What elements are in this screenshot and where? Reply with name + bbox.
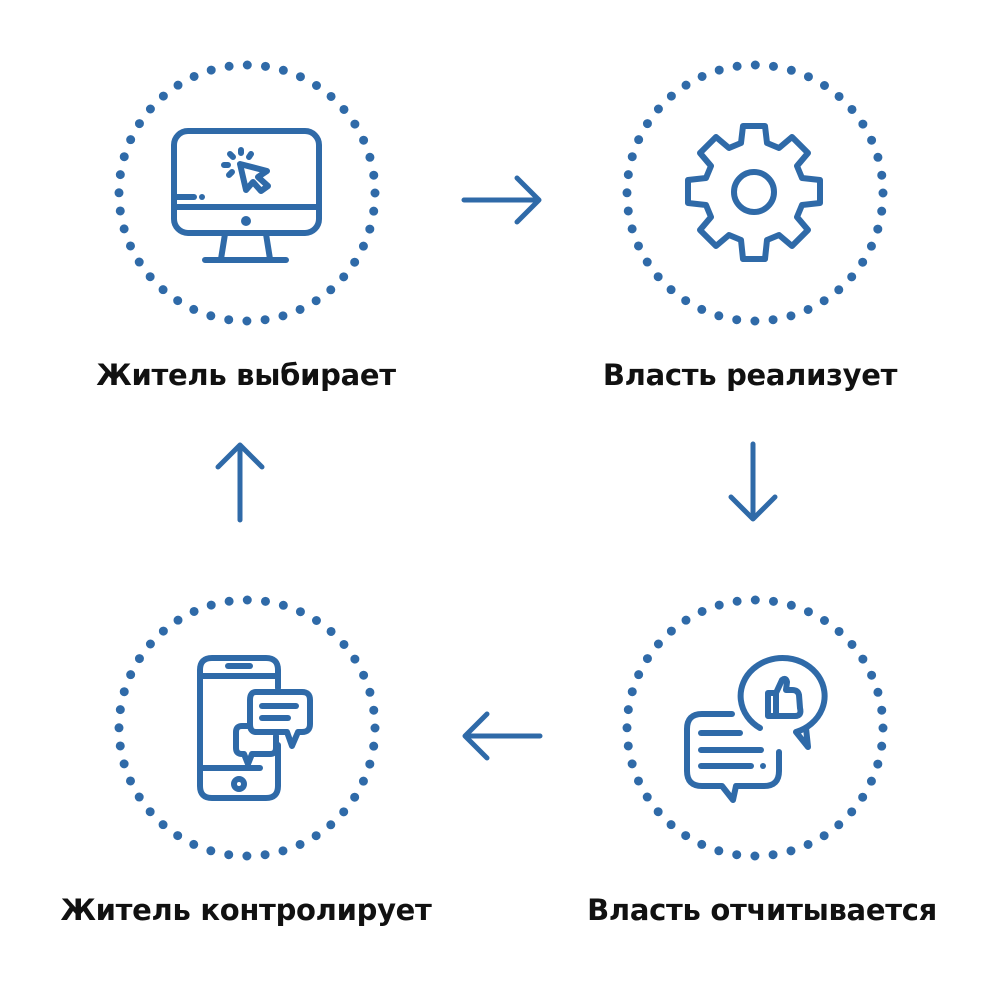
step-label-authority-implements: Власть реализует [602, 358, 898, 392]
dotted-circle-4 [114, 595, 380, 861]
chat-thumbs-up-icon [684, 654, 828, 803]
arrow-right-icon [461, 175, 542, 225]
step-label-resident-controls: Житель контролирует [60, 893, 432, 927]
smartphone-chat-icon [197, 655, 313, 801]
step-label-authority-reports: Власть отчитывается [587, 893, 937, 927]
arrow-left-icon [462, 711, 543, 761]
dotted-circle-3 [622, 595, 888, 861]
gear-icon [685, 123, 823, 262]
arrow-down-icon [728, 441, 778, 522]
arrow-up-icon [215, 442, 265, 523]
monitor-cursor-icon [171, 128, 322, 263]
dotted-circle-2 [622, 60, 888, 326]
step-label-resident-chooses: Житель выбирает [96, 358, 396, 392]
dotted-circle-1 [114, 60, 380, 326]
